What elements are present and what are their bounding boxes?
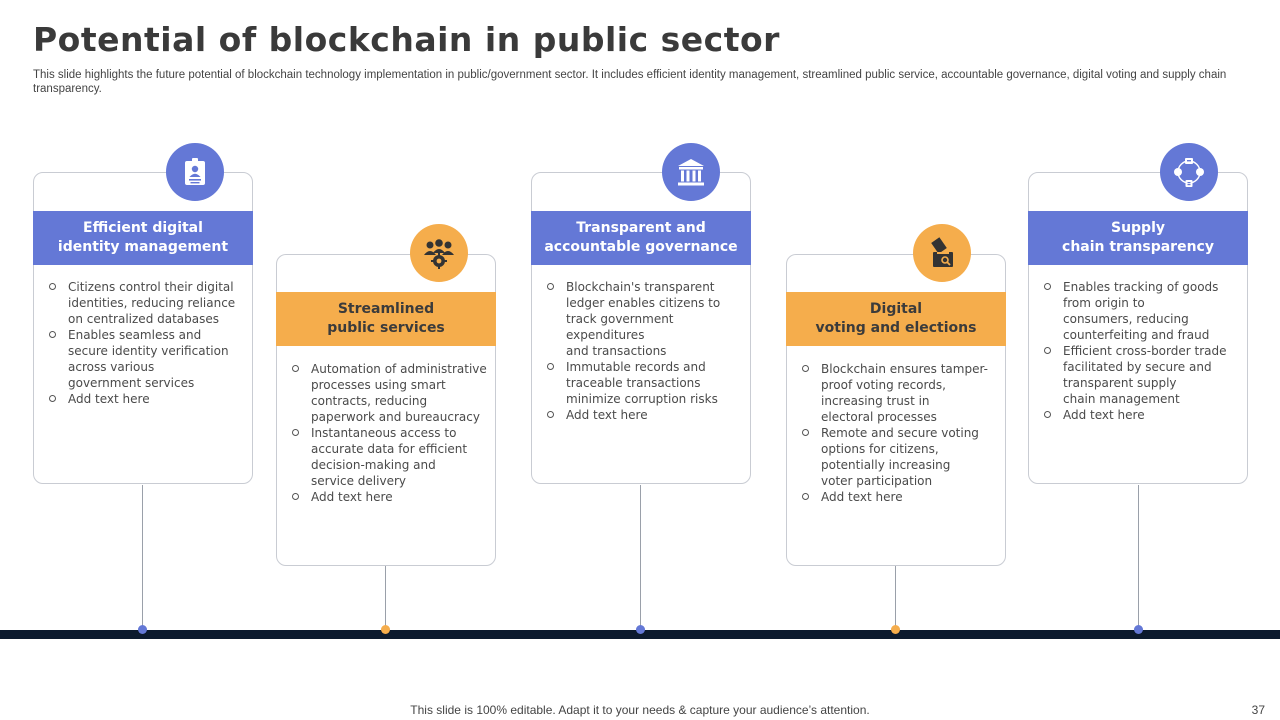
bullet-list: Blockchain's transparent ledger enables … xyxy=(546,279,742,423)
card-heading: Digital voting and elections xyxy=(786,292,1006,346)
list-item: Instantaneous access to accurate data fo… xyxy=(291,425,487,489)
bullet-list: Automation of administrative processes u… xyxy=(291,361,487,505)
list-item: Efficient cross-border trade facilitated… xyxy=(1043,343,1239,407)
card-heading: Efficient digital identity management xyxy=(33,211,253,265)
card-digital-voting: Digital voting and elections Blockchain … xyxy=(786,254,1006,566)
card-public-services: Streamlined public services Automation o… xyxy=(276,254,496,566)
bullet-list: Citizens control their digital identitie… xyxy=(48,279,244,407)
list-item: Blockchain's transparent ledger enables … xyxy=(546,279,742,359)
list-item: Immutable records and traceable transact… xyxy=(546,359,742,407)
list-item: Enables seamless and secure identity ver… xyxy=(48,327,244,391)
list-item: Add text here xyxy=(291,489,487,505)
supply-chain-network-icon xyxy=(1160,143,1218,201)
card-supply-chain: Supply chain transparency Enables tracki… xyxy=(1028,172,1248,484)
list-item: Add text here xyxy=(48,391,244,407)
timeline-dot xyxy=(636,625,645,634)
timeline-dot xyxy=(891,625,900,634)
connector-line xyxy=(895,566,896,630)
page-number: 37 xyxy=(1251,703,1265,717)
connector-line xyxy=(385,566,386,630)
list-item: Blockchain ensures tamper- proof voting … xyxy=(801,361,997,425)
people-gear-icon xyxy=(410,224,468,282)
card-heading: Streamlined public services xyxy=(276,292,496,346)
list-item: Add text here xyxy=(1043,407,1239,423)
card-heading: Transparent and accountable governance xyxy=(531,211,751,265)
timeline-dot xyxy=(138,625,147,634)
page-subtitle: This slide highlights the future potenti… xyxy=(33,69,1227,95)
list-item: Add text here xyxy=(801,489,997,505)
footer-note: This slide is 100% editable. Adapt it to… xyxy=(410,703,870,717)
timeline-dot xyxy=(1134,625,1143,634)
page-title: Potential of blockchain in public sector xyxy=(33,20,780,59)
ballot-box-icon xyxy=(913,224,971,282)
timeline-dot xyxy=(381,625,390,634)
list-item: Remote and secure voting options for cit… xyxy=(801,425,997,489)
list-item: Enables tracking of goods from origin to… xyxy=(1043,279,1239,343)
card-accountable-governance: Transparent and accountable governance B… xyxy=(531,172,751,484)
bullet-list: Blockchain ensures tamper- proof voting … xyxy=(801,361,997,505)
connector-line xyxy=(640,485,641,630)
card-heading: Supply chain transparency xyxy=(1028,211,1248,265)
government-building-icon xyxy=(662,143,720,201)
card-identity-management: Efficient digital identity management Ci… xyxy=(33,172,253,484)
timeline-bar xyxy=(0,630,1280,639)
list-item: Automation of administrative processes u… xyxy=(291,361,487,425)
list-item: Add text here xyxy=(546,407,742,423)
id-badge-icon xyxy=(166,143,224,201)
connector-line xyxy=(1138,485,1139,630)
connector-line xyxy=(142,485,143,630)
list-item: Citizens control their digital identitie… xyxy=(48,279,244,327)
bullet-list: Enables tracking of goods from origin to… xyxy=(1043,279,1239,423)
